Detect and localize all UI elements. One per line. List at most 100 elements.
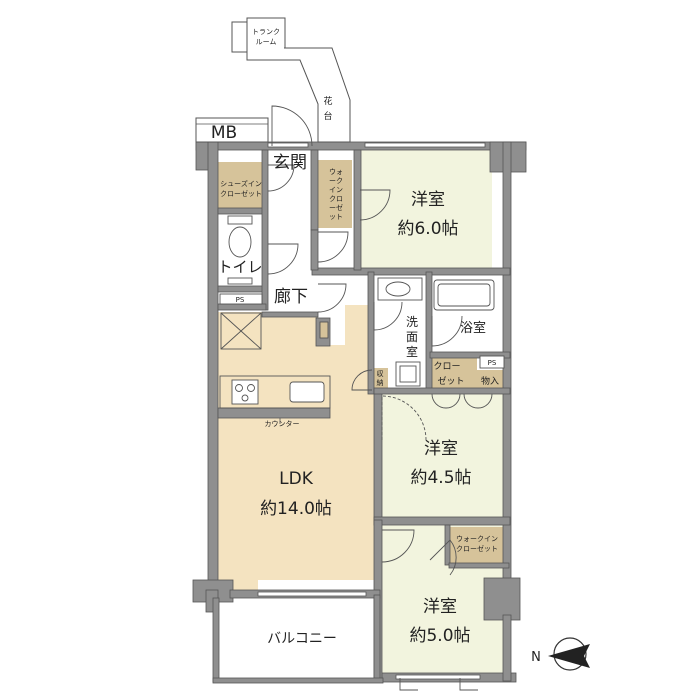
- mb-box: [195, 117, 269, 143]
- corridor-shelf: [319, 321, 329, 339]
- door-room2: [381, 395, 427, 441]
- western-room-1-floor: [360, 148, 492, 268]
- wall-left: [207, 141, 219, 598]
- entrance-label: 玄関: [273, 153, 307, 173]
- windows: [257, 142, 486, 680]
- western-room-2-floor: [378, 392, 504, 518]
- bathtub-inner: [437, 283, 491, 307]
- room2-name: 洋室: [424, 439, 458, 459]
- window-room1: [364, 142, 486, 148]
- burner-3: [241, 394, 249, 402]
- door-wic2: [429, 539, 457, 576]
- wall-room2-top: [373, 387, 511, 395]
- shuno-floor: [372, 368, 388, 390]
- shoes-closet-floor: [218, 162, 264, 210]
- door-room3-window: [399, 678, 478, 691]
- wash-basin-bowl: [385, 281, 411, 297]
- walk-in-closet-1-floor: [318, 160, 352, 228]
- wall-room2-left: [373, 389, 383, 526]
- wall-toilet-right: [261, 149, 269, 311]
- ps-box-2: [479, 355, 505, 369]
- trunk-room-door-frame: [231, 21, 248, 53]
- mb-outline: [195, 117, 269, 143]
- washroom-label-3: 室: [406, 344, 418, 359]
- kadan-label-2: 台: [323, 110, 332, 122]
- stove: [231, 379, 259, 405]
- ldk-floor: [218, 305, 378, 594]
- pillar-bottom-right: [483, 577, 521, 621]
- shoes-closet-label-1: シューズイン: [220, 179, 262, 188]
- monoire-label: 物入: [481, 375, 499, 387]
- toilet-tank: [227, 215, 253, 225]
- wall-toilet-bottom: [217, 285, 267, 293]
- burner-2: [247, 384, 255, 392]
- compass-n-label: N: [531, 650, 541, 665]
- toilet-label: トイレ: [217, 258, 262, 276]
- wall-room1-left: [353, 149, 362, 271]
- shaft-x-2: [220, 312, 262, 350]
- wic1-label-3: イン: [329, 186, 343, 194]
- wall-ldk-top: [261, 311, 319, 318]
- wall-toilet-top: [217, 207, 267, 215]
- ps-label-1: PS: [236, 296, 245, 304]
- wall-entrance-right: [310, 149, 319, 231]
- wall-balcony-bottom: [212, 677, 384, 684]
- counter-label: カウンター: [265, 419, 300, 428]
- compass-needle-icon: [548, 644, 590, 668]
- wall-wash-left: [367, 271, 375, 395]
- closet-floor: [432, 358, 477, 390]
- ps-label-2: PS: [488, 359, 497, 367]
- wall-right-room3: [502, 614, 512, 682]
- toilet-bowl: [228, 226, 252, 258]
- kitchen-counter: [219, 375, 331, 409]
- bathroom-label: 浴室: [460, 320, 486, 336]
- kitchen-sink: [289, 381, 325, 403]
- room2-size: 約4.5帖: [410, 468, 471, 488]
- closet-label-2: ゼット: [437, 375, 464, 387]
- wic2-label-1: ウォークイン: [456, 535, 498, 543]
- wall-room1-bottom: [311, 267, 511, 276]
- wall-ps-bottom: [217, 303, 267, 311]
- wic2-label-2: クローゼット: [456, 544, 498, 553]
- window-ldk: [257, 591, 367, 597]
- door-shuno: [351, 369, 373, 391]
- wall-bath-bottom: [429, 351, 511, 359]
- wall-wic2-bottom: [448, 562, 510, 569]
- wic1-label-5: ーゼ: [329, 203, 343, 212]
- washroom-label-1: 洗: [406, 315, 418, 329]
- balcony-label: バルコニー: [267, 631, 337, 647]
- burner-1: [235, 384, 243, 392]
- doors: [267, 105, 493, 691]
- trunk-room-outline: [246, 17, 286, 61]
- labels: 洋室 約6.0帖 洋室 約4.5帖 洋室 約5.0帖 LDK 約14.0帖 玄関…: [211, 28, 499, 647]
- door-shoes: [267, 164, 295, 192]
- shoes-closet-label-2: クローゼット: [220, 189, 262, 198]
- door-room1: [359, 189, 391, 221]
- compass: N: [531, 637, 590, 671]
- door-toilet: [267, 243, 299, 275]
- door-washroom: [373, 301, 403, 331]
- wall-entrance-right-2: [310, 229, 319, 271]
- ldk-name: LDK: [279, 469, 314, 489]
- ps-box-1: [219, 293, 263, 305]
- washing-machine-inner: [399, 365, 417, 383]
- door-wic1: [317, 231, 349, 263]
- wall-wash-right: [425, 271, 433, 393]
- wic1-label-6: ット: [329, 213, 343, 221]
- balcony-floor: [218, 602, 378, 682]
- door-bathroom: [431, 315, 463, 347]
- door-entrance: [271, 105, 313, 147]
- wall-wic2-left: [444, 524, 451, 566]
- floor-fills: [218, 20, 505, 682]
- room3-size: 約5.0帖: [409, 626, 470, 646]
- window-entrance: [267, 142, 309, 148]
- wic1-label-1: ウォ: [329, 168, 343, 176]
- monoire-floor: [477, 370, 505, 390]
- wall-balcony-right: [373, 594, 381, 683]
- fixtures: [219, 215, 505, 409]
- mb-label: MB: [211, 123, 237, 143]
- kadan-label-1: 花: [323, 95, 332, 107]
- shuno-label-2: 納: [377, 378, 384, 387]
- trunk-room-label-2: ルーム: [256, 38, 277, 46]
